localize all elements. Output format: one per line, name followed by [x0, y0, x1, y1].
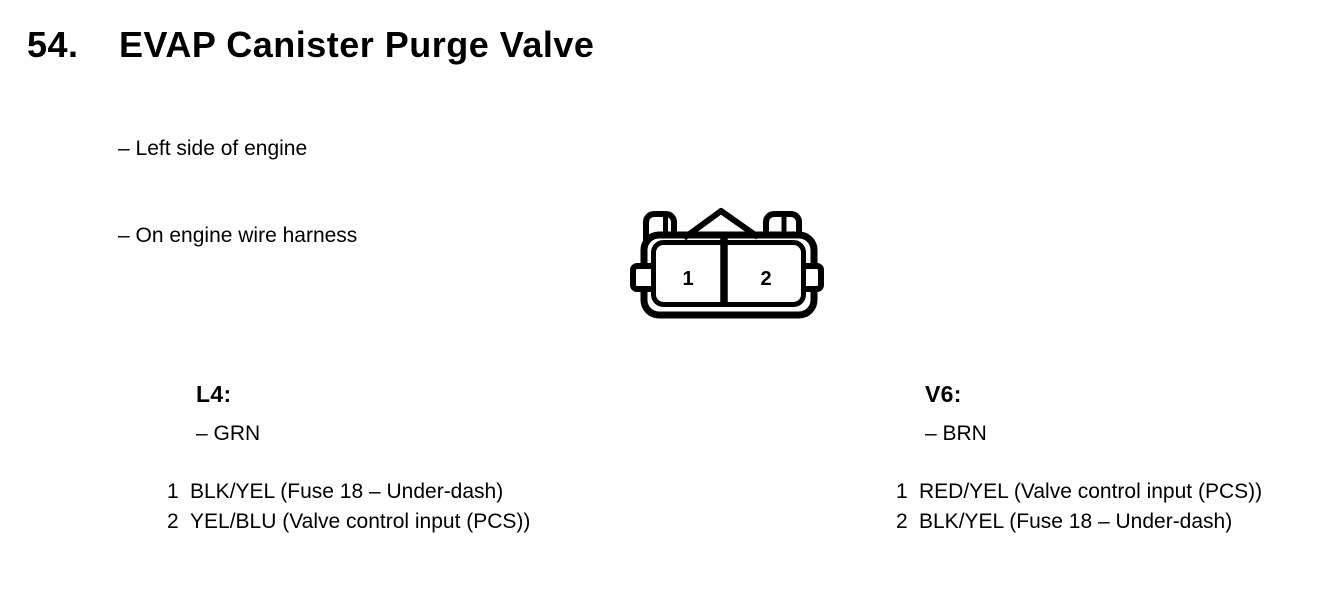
variant-v6: V6: – BRN	[925, 381, 1344, 445]
variant-v6-connector-color: – BRN	[925, 422, 987, 445]
page-title: EVAP Canister Purge Valve	[119, 24, 595, 65]
location-note: – Left side of engine	[118, 137, 308, 160]
section-number: 54.	[27, 24, 79, 65]
pin-row: 2 YEL/BLU (Valve control input (PCS))	[167, 507, 637, 537]
connector-side-tab-right	[803, 263, 824, 292]
location-notes: – Left side of engine – On engine wire h…	[118, 76, 357, 308]
pin-description: YEL/BLU (Valve control input (PCS))	[190, 510, 531, 533]
pin-row: 2 BLK/YEL (Fuse 18 – Under-dash)	[896, 507, 1344, 537]
variant-l4-connector-color: – GRN	[196, 422, 261, 445]
connector-top-tab-left	[643, 211, 677, 243]
connector-side-tab-left	[630, 263, 651, 292]
pin-description: BLK/YEL (Fuse 18 – Under-dash)	[190, 480, 504, 503]
pin-list-v6: 1 RED/YEL (Valve control input (PCS)) 2 BL…	[896, 477, 1344, 537]
pin-description: RED/YEL (Valve control input (PCS))	[919, 480, 1263, 503]
pin-row: 1 RED/YEL (Valve control input (PCS))	[896, 477, 1344, 507]
variant-l4: L4: – GRN	[196, 381, 626, 445]
variant-v6-name: V6:	[925, 381, 962, 407]
pin-list-l4: 1 BLK/YEL (Fuse 18 – Under-dash) 2 YEL/BLU…	[167, 477, 637, 537]
variant-l4-name: L4:	[196, 381, 232, 407]
cavity-label-1: 1	[682, 268, 693, 290]
pin-description: BLK/YEL (Fuse 18 – Under-dash)	[919, 510, 1233, 533]
connector-diagram: 1 2	[630, 208, 824, 319]
pin-number: 2	[896, 510, 908, 533]
pin-number: 2	[167, 510, 179, 533]
pin-number: 1	[167, 480, 179, 503]
connector-cavity	[651, 240, 806, 307]
pin-number: 1	[896, 480, 908, 503]
pin-row: 1 BLK/YEL (Fuse 18 – Under-dash)	[167, 477, 637, 507]
location-note: – On engine wire harness	[118, 224, 358, 247]
connector-latch-wedge	[682, 208, 760, 241]
connector-top-tab-right	[763, 211, 802, 243]
cavity-label-2: 2	[760, 268, 771, 290]
